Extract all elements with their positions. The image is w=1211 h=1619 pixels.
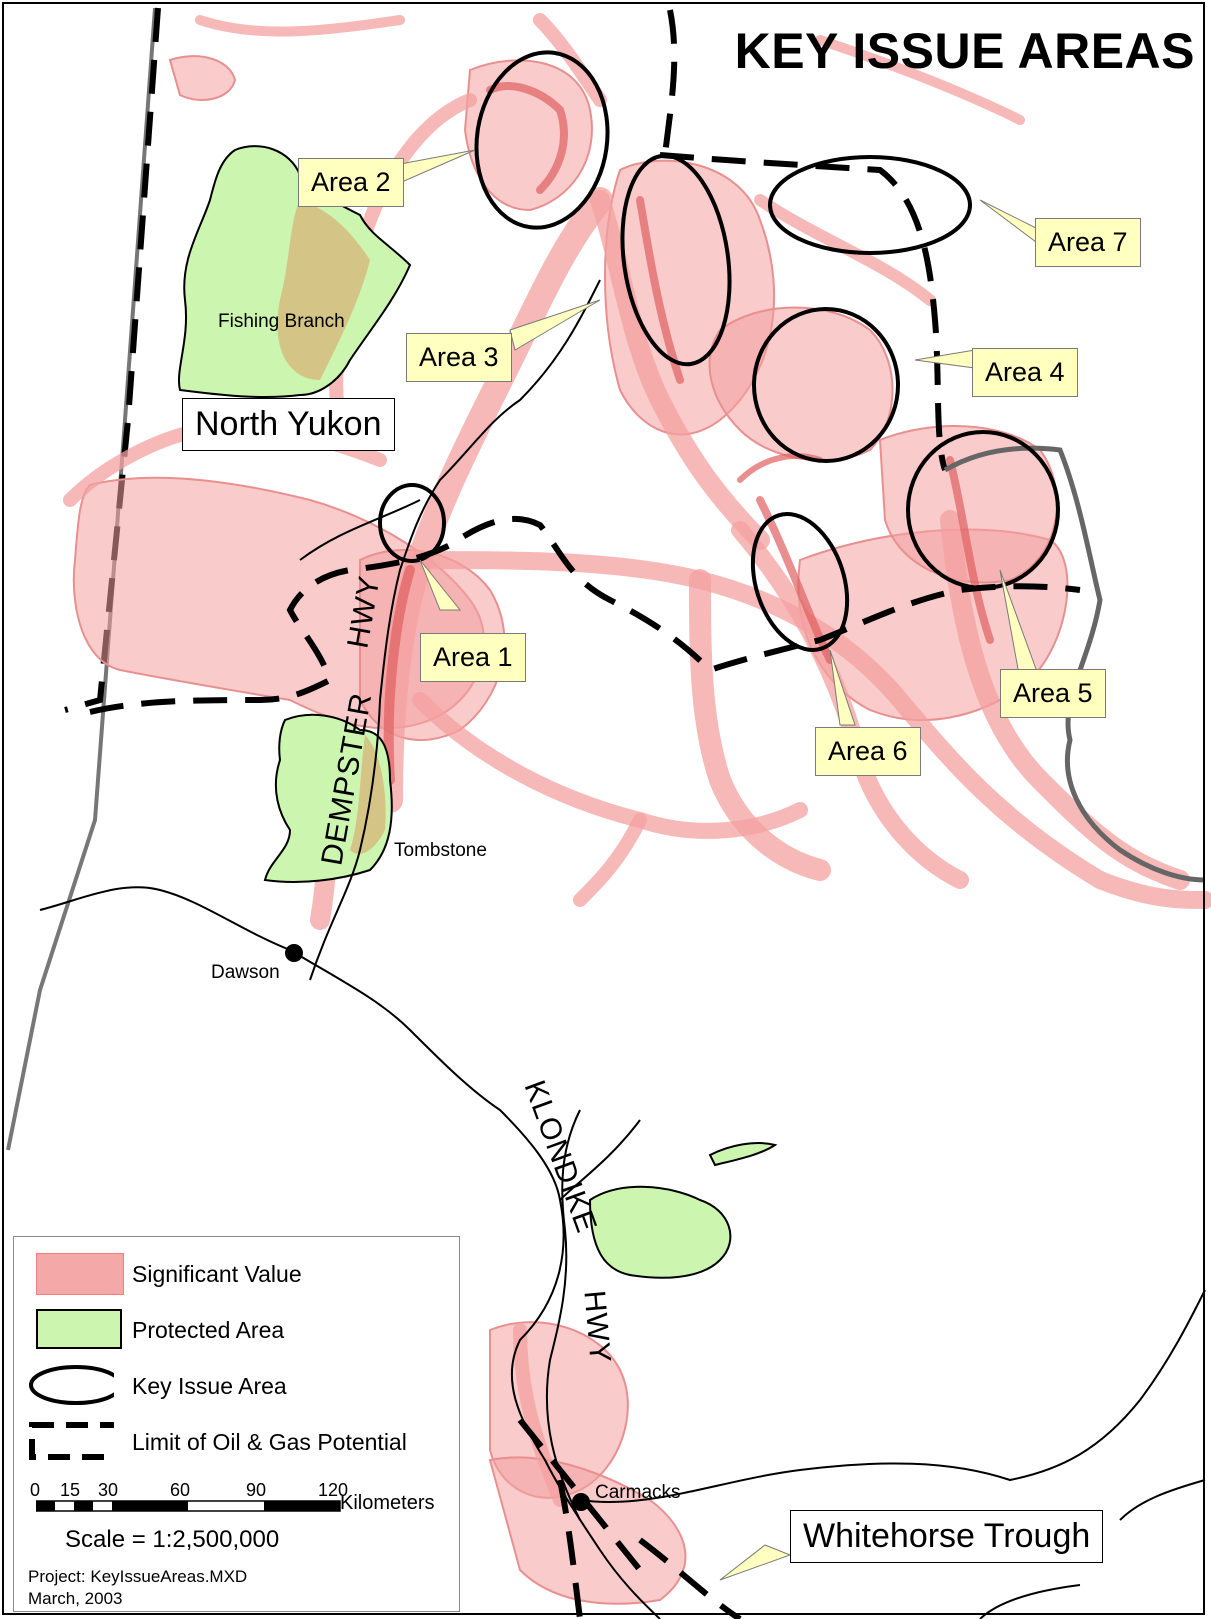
callout-area-7: Area 7 [1035, 218, 1141, 267]
significant-value-swatch [36, 1253, 124, 1295]
legend-label-oil-gas-limit: Limit of Oil & Gas Potential [132, 1429, 407, 1455]
oil-gas-limit-lines [89, 9, 1081, 715]
scale-tick-15: 15 [60, 1480, 81, 1500]
key-issue-area-2-ellipse [474, 50, 610, 230]
dempster-highway-line [309, 279, 601, 981]
significant-value-corridors [63, 13, 1211, 1507]
dawson-label: Dawson [211, 962, 280, 983]
scale-tick-60: 60 [170, 1480, 191, 1500]
scale-tick-30: 30 [98, 1480, 119, 1500]
legend-label-key-issue-area: Key Issue Area [132, 1373, 287, 1399]
legend-row-key-issue-area: Key Issue Area [14, 1365, 459, 1415]
callout-pointers [394, 149, 1041, 1581]
callout-area-2: Area 2 [298, 158, 404, 207]
oil-gas-limit-swatch [29, 1422, 114, 1460]
callout-area-4: Area 4 [972, 348, 1078, 397]
map-title: KEY ISSUE AREAS [734, 23, 1195, 79]
project-date: March, 2003 [28, 1589, 123, 1608]
fishing-branch-label: Fishing Branch [218, 311, 345, 332]
klondike-protected-sliver [708, 1142, 778, 1167]
territorial-border [943, 445, 1206, 883]
dawson-dot [285, 944, 303, 962]
key-issue-area-1-ellipse [378, 483, 446, 563]
project-file: Project: KeyIssueAreas.MXD [28, 1567, 248, 1586]
legend-label-protected-area: Protected Area [132, 1317, 285, 1343]
callout-area-1: Area 1 [420, 633, 526, 682]
key-issue-ellipses [378, 50, 1060, 652]
key-issue-area-swatch [29, 1365, 114, 1405]
klondike-hwy-label: HWY [577, 1289, 617, 1365]
key-issue-area-3-ellipse [620, 153, 732, 367]
scale-tick-90: 90 [246, 1480, 267, 1500]
klondike-protected-area [588, 1185, 732, 1279]
callout-area-3: Area 3 [406, 333, 512, 382]
scale-bar [36, 1500, 341, 1512]
key-issue-area-4-ellipse [752, 307, 900, 463]
callout-area-6: Area 6 [815, 727, 921, 776]
key-issue-area-5-ellipse [906, 430, 1060, 590]
project-info: Project: KeyIssueAreas.MXD March, 2003 [28, 1566, 247, 1610]
protected-area-swatch [36, 1309, 122, 1349]
tombstone-label: Tombstone [394, 840, 487, 861]
carmacks-label: Carmacks [595, 1482, 681, 1503]
legend-row-protected-area: Protected Area [14, 1309, 459, 1359]
scale-units: Kilometers [340, 1492, 435, 1514]
north-yukon-label: North Yukon [182, 398, 395, 451]
key-issue-area-6-ellipse [750, 512, 850, 652]
scale-ratio: Scale = 1:2,500,000 [65, 1526, 280, 1553]
scale-tick-0: 0 [30, 1480, 41, 1500]
carmacks-dot [572, 1493, 590, 1511]
legend-row-significant-value: Significant Value [14, 1253, 459, 1303]
scale-tick-120: 120 [318, 1480, 349, 1500]
whitehorse-trough-label: Whitehorse Trough [790, 1510, 1104, 1563]
legend-label-significant-value: Significant Value [132, 1261, 302, 1287]
callout-area-5: Area 5 [1000, 669, 1106, 718]
klondike-highway-line [545, 1109, 581, 1521]
legend-panel: Significant Value Protected Area Key Iss… [13, 1236, 460, 1612]
key-issue-area-7-ellipse [768, 155, 972, 255]
legend-row-oil-gas-limit: Limit of Oil & Gas Potential [14, 1421, 459, 1471]
whitehorse-trough-dashes [517, 1418, 742, 1619]
overlap-areas [277, 200, 386, 854]
